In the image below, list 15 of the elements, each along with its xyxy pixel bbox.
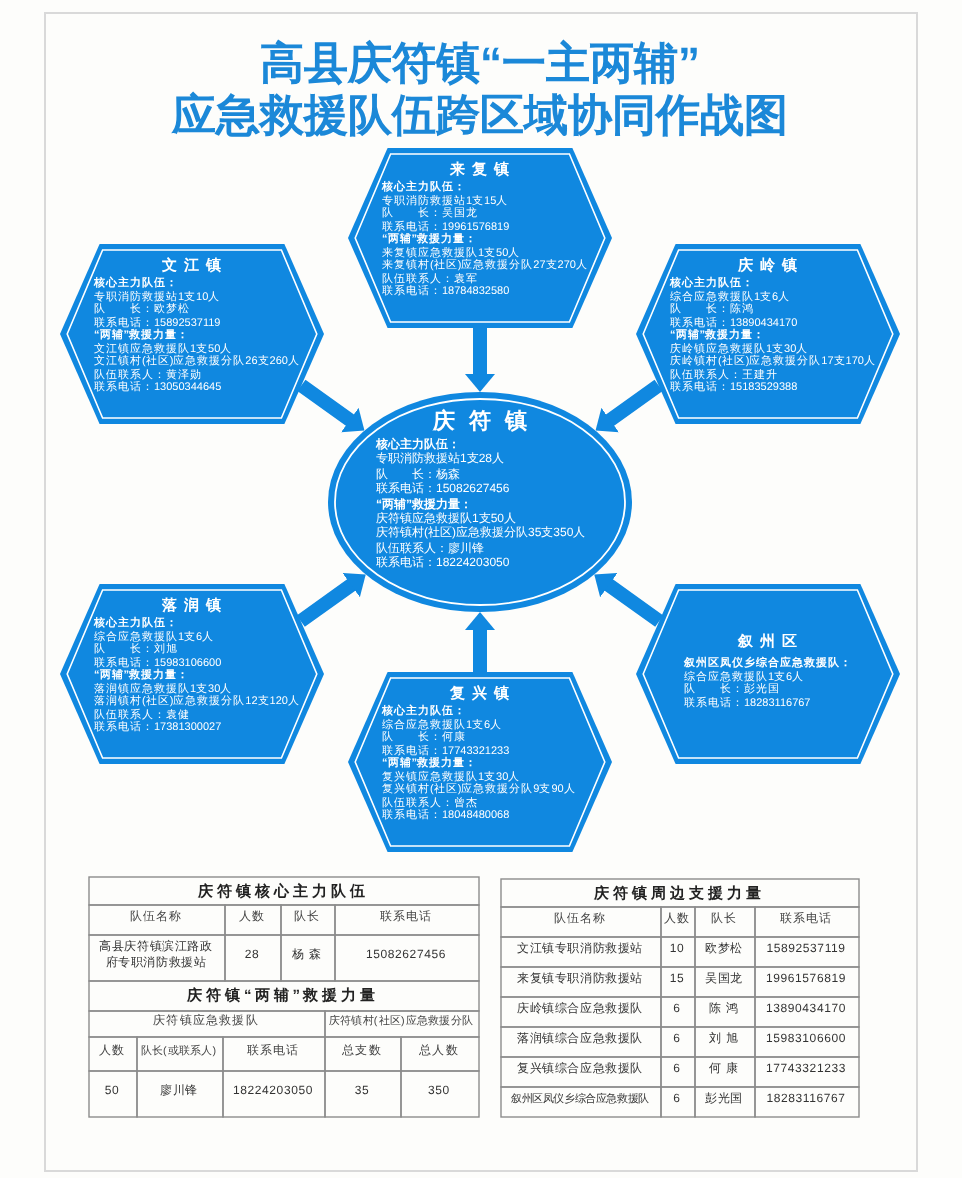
arrow bbox=[590, 568, 664, 627]
node-title: 庆符镇 bbox=[430, 410, 541, 436]
town-hexagon bbox=[60, 584, 324, 764]
diagram-title: 高县庆符镇“一主两辅”应急救援队伍跨区域协同作战图 bbox=[172, 38, 788, 140]
town-hexagon bbox=[636, 584, 900, 764]
town-hexagon bbox=[636, 244, 900, 424]
town-hexagon bbox=[348, 148, 612, 328]
arrow bbox=[465, 328, 495, 392]
arrow bbox=[591, 379, 663, 437]
arrow bbox=[296, 568, 370, 627]
arrow bbox=[297, 379, 369, 437]
town-hexagon bbox=[348, 672, 612, 852]
arrow bbox=[465, 612, 495, 672]
town-hexagon bbox=[60, 244, 324, 424]
center-ellipse bbox=[328, 392, 632, 612]
